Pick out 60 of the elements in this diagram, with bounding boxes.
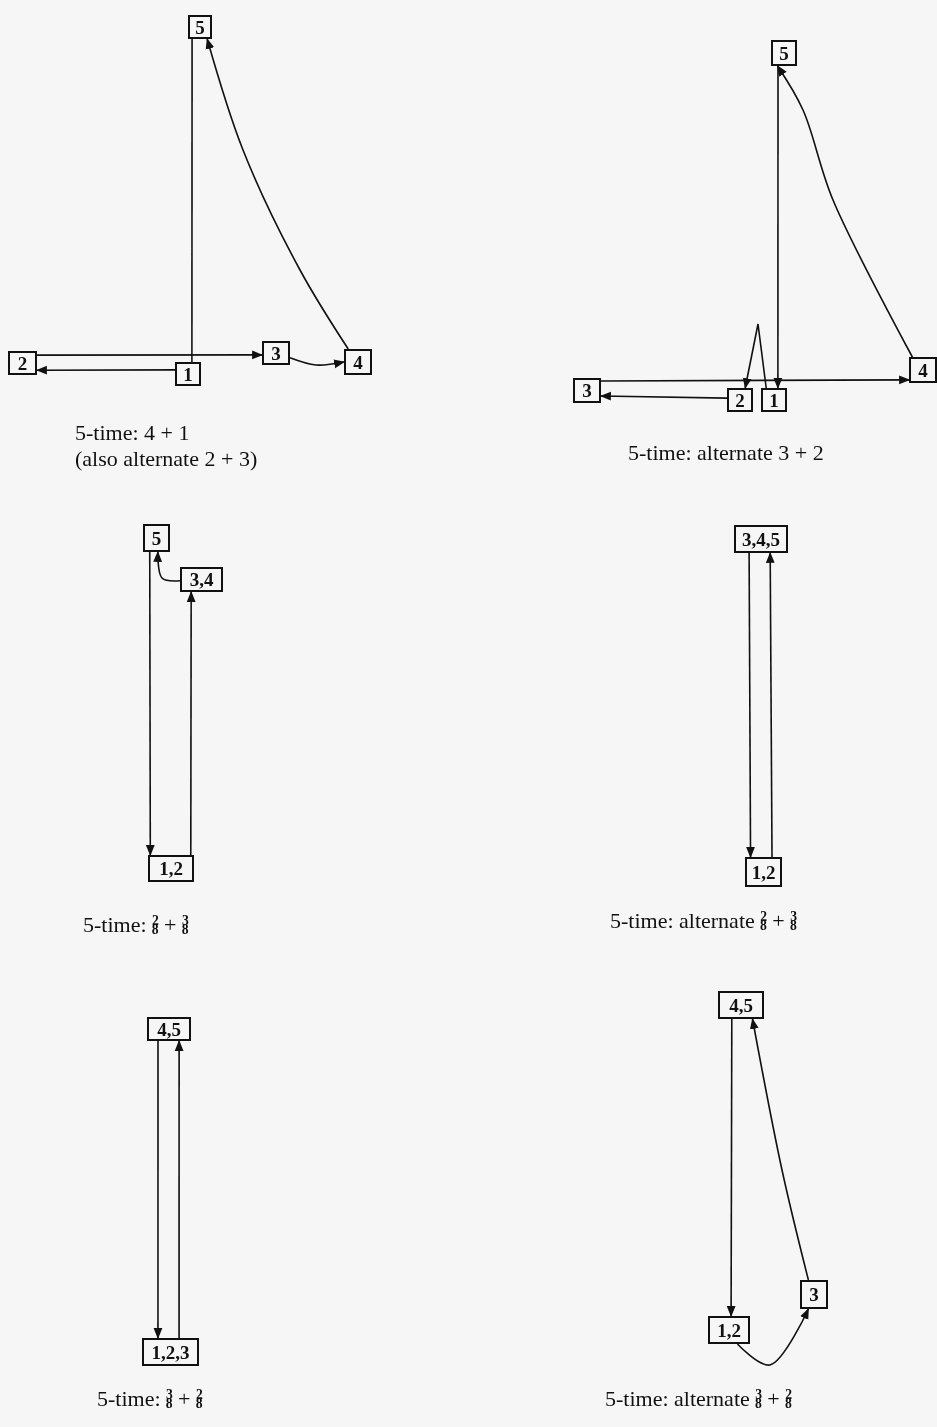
beat-number: 5 (151, 528, 162, 548)
beat-box (8, 351, 37, 375)
arrow (742, 323, 767, 390)
beat-number: 4,5 (157, 1019, 181, 1039)
beat-number: 4 (918, 360, 928, 380)
beat-box (745, 857, 782, 887)
beat-number: 4,5 (729, 995, 753, 1015)
beat-number: 1,2 (717, 1320, 741, 1340)
arrow (36, 350, 264, 360)
beat-number: 1 (769, 390, 779, 410)
beat-box (148, 855, 194, 882)
beat-box (142, 1338, 199, 1366)
arrow (186, 590, 196, 856)
beat-box (909, 357, 937, 383)
beat-number: 4 (353, 352, 363, 372)
beat-number: 3,4 (189, 570, 214, 589)
arrow (153, 550, 181, 582)
arrow (289, 357, 346, 369)
caption: 5-time: alternate 3 + 2 (628, 440, 824, 467)
arrow (746, 552, 755, 859)
beat-box (143, 524, 170, 552)
beat-number: 2 (17, 353, 28, 373)
beat-box (771, 40, 797, 66)
arrow (776, 65, 914, 358)
arrow (726, 1018, 736, 1318)
beat-box (718, 991, 764, 1019)
arrow (174, 1039, 184, 1339)
arrow (205, 37, 349, 350)
beat-number: 2 (735, 390, 745, 410)
beat-number: 5 (779, 43, 789, 63)
caption: (also alternate 2 + 3) (75, 446, 258, 473)
arrow (600, 375, 911, 385)
beat-box (734, 525, 788, 553)
arrow (736, 1308, 810, 1366)
arrow (773, 65, 783, 390)
arrow (145, 551, 155, 857)
beat-box (180, 567, 223, 592)
caption: 5-time: 4 + 1 (75, 420, 190, 447)
beat-box (708, 1316, 750, 1344)
beat-number: 1,2,3 (151, 1342, 190, 1362)
beat-number: 5 (195, 17, 205, 37)
beat-number: 3 (809, 1285, 819, 1304)
beat-box (147, 1017, 191, 1041)
arrow (153, 1040, 163, 1340)
beat-number: 3,4,5 (742, 529, 780, 549)
beat-box (175, 362, 201, 386)
beat-number: 1,2 (751, 862, 776, 882)
beat-box (573, 378, 601, 403)
beat-number: 3 (271, 343, 281, 363)
beat-box (800, 1280, 828, 1309)
beat-number: 1 (183, 364, 193, 384)
beat-box (262, 341, 290, 365)
arrow (750, 1017, 810, 1281)
beat-box (761, 388, 787, 412)
arrow (765, 551, 775, 858)
beat-box (344, 349, 372, 375)
beat-number: 1,2 (159, 859, 183, 878)
beat-box (727, 388, 753, 412)
beat-number: 3 (582, 381, 592, 400)
beat-box (188, 15, 212, 39)
